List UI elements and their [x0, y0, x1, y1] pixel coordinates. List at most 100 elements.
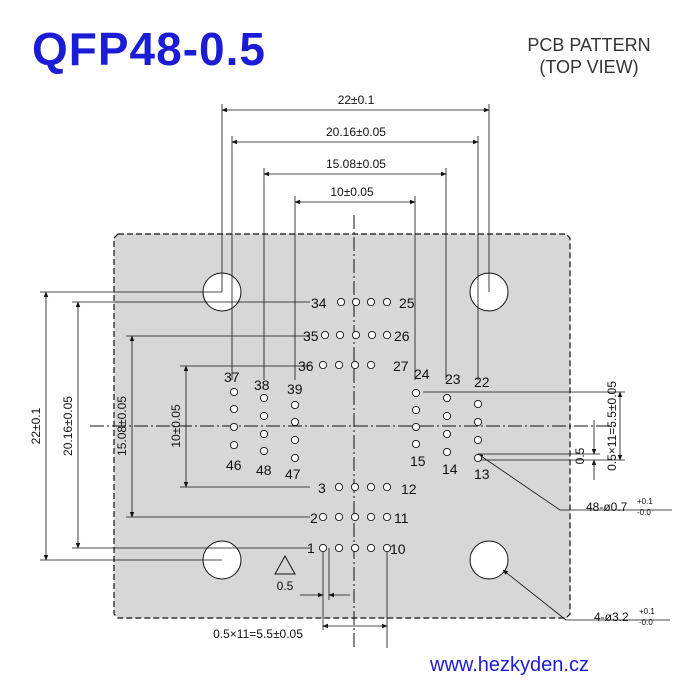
pad [382, 512, 392, 522]
pad [229, 404, 239, 414]
label-hole-tol-minus: -0.0 [639, 618, 653, 627]
pad [367, 330, 377, 340]
label-pad-center-height: 20.16±0.05 [61, 396, 75, 456]
label-outer-height: 22±0.1 [29, 407, 43, 444]
pad [320, 330, 330, 340]
pad [442, 411, 452, 421]
pad [350, 482, 360, 492]
dimension-pad-center-height [72, 301, 310, 549]
pad [473, 453, 483, 463]
pad [318, 543, 328, 553]
pad [259, 411, 269, 421]
pad [473, 417, 483, 427]
pad [442, 393, 452, 403]
dimension-right-pitch-span [423, 391, 625, 480]
pad [334, 543, 344, 553]
pin-label-12: 12 [401, 481, 417, 497]
label-inner-row-height: 15.08±0.05 [115, 396, 129, 456]
pad [366, 297, 376, 307]
label-hole-tol-plus: +0.1 [639, 607, 655, 616]
pad [290, 435, 300, 445]
pad-callout-leader [477, 453, 561, 511]
dimension-inner-row-width [263, 168, 447, 380]
label-bottom-pitch-span: 0.5×11=5.5±0.05 [213, 627, 303, 641]
pad [366, 543, 376, 553]
pad [411, 422, 421, 432]
pad [366, 360, 376, 370]
pad [366, 482, 376, 492]
diagram-title: QFP48-0.5 [32, 23, 266, 75]
pin-label-23: 23 [445, 371, 461, 387]
mount-hole-bottom-right [469, 540, 509, 580]
pin-label-26: 26 [394, 328, 410, 344]
pad [382, 330, 392, 340]
label-right-pitch: 0.5 [573, 447, 587, 464]
pads-bottom [318, 482, 392, 553]
pin-label-47: 47 [285, 466, 301, 482]
pin-label-13: 13 [474, 466, 490, 482]
label-inner-row-width: 15.08±0.05 [326, 157, 386, 171]
dimension-bottom-pitch-span [300, 548, 388, 648]
pin-label-48: 48 [256, 462, 272, 478]
subtitle-line-1: PCB PATTERN [527, 35, 651, 55]
pad [382, 297, 392, 307]
pin-label-25: 25 [399, 295, 415, 311]
pad [382, 543, 392, 553]
pad [350, 360, 360, 370]
pad [229, 387, 239, 397]
pad [350, 543, 360, 553]
pads-left [229, 387, 300, 463]
pin-label-10: 10 [390, 541, 406, 557]
pad [259, 429, 269, 439]
pin-label-37: 37 [224, 369, 240, 385]
pad [259, 393, 269, 403]
label-body-height: 10±0.05 [169, 404, 183, 448]
dimension-inner-row-height [126, 335, 310, 518]
pad [411, 439, 421, 449]
dimension-pad-center-width [231, 136, 479, 380]
pad [229, 422, 239, 432]
pads-top [318, 297, 392, 370]
pad [442, 429, 452, 439]
pad [351, 297, 361, 307]
pin-label-39: 39 [287, 381, 303, 397]
pad [318, 360, 328, 370]
pad [334, 360, 344, 370]
pad [366, 512, 376, 522]
pad [335, 330, 345, 340]
label-bottom-pitch: 0.5 [277, 579, 294, 593]
subtitle-line-2: (TOP VIEW) [539, 57, 639, 77]
dimension-body-height [180, 365, 310, 488]
pad [382, 482, 392, 492]
label-hole-callout: 4-ø3.2 [594, 610, 629, 624]
pin-label-11: 11 [394, 510, 409, 526]
diagram-subtitle: PCB PATTERN (TOP VIEW) [504, 34, 674, 78]
pin-label-38: 38 [254, 377, 270, 393]
pin-label-14: 14 [442, 461, 458, 477]
pad [442, 447, 452, 457]
pad [411, 405, 421, 415]
pin-label-22: 22 [474, 374, 490, 390]
pad [334, 512, 344, 522]
label-pad-center-width: 20.16±0.05 [326, 125, 386, 139]
pin-label-34: 34 [311, 295, 327, 311]
pin-label-2: 2 [310, 510, 318, 526]
pads-right [411, 388, 483, 463]
pitch-triangle-icon [274, 554, 296, 575]
hole-callout-leader [502, 569, 567, 621]
pin-labels: 34 25 35 26 36 27 37 38 39 46 48 47 24 2… [224, 295, 490, 557]
label-pad-tol-minus: -0.0 [637, 508, 651, 517]
pad [290, 453, 300, 463]
pin-label-35: 35 [303, 328, 319, 344]
label-body-width: 10±0.05 [330, 185, 374, 199]
label-pad-callout: 48-ø0.7 [586, 500, 628, 514]
pad [473, 399, 483, 409]
pin-label-1: 1 [307, 540, 315, 556]
pin-label-24: 24 [414, 366, 430, 382]
pin-label-46: 46 [226, 457, 242, 473]
pad [473, 435, 483, 445]
pad [290, 400, 300, 410]
pad [290, 417, 300, 427]
pad [334, 482, 344, 492]
